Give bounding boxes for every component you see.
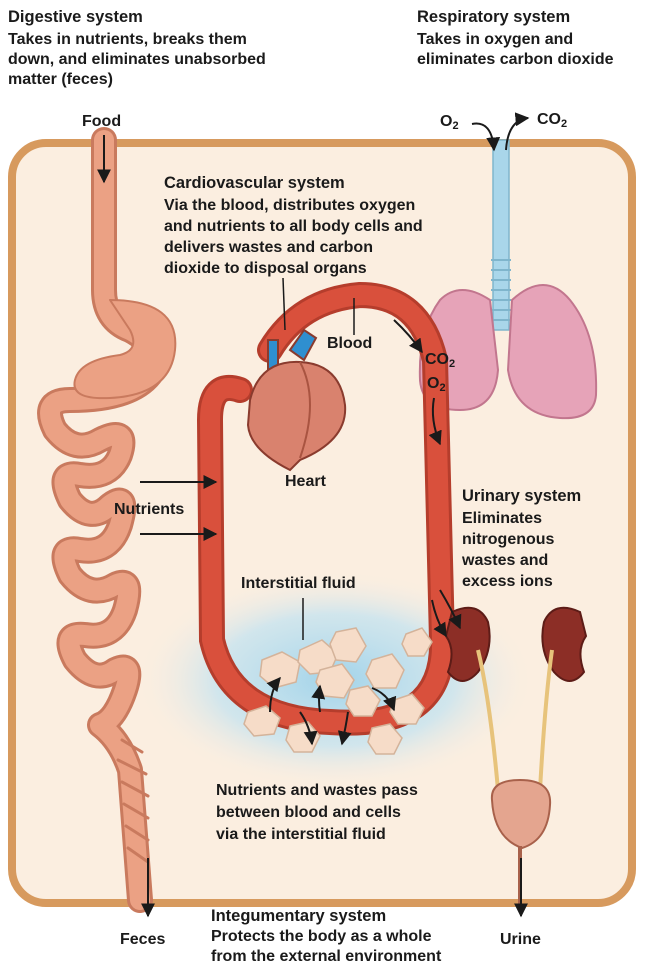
urinary-system-line-2: nitrogenous (462, 531, 555, 548)
respiratory-system-title: Respiratory system (417, 8, 571, 26)
interstitial-fluid-label: Interstitial fluid (241, 575, 356, 592)
o2-in-arrow (471, 122, 501, 152)
digestive-system-line-1: Takes in nutrients, breaks them (8, 31, 247, 48)
co2-lung-arrow (393, 319, 423, 354)
exchange-arrow-2 (311, 684, 326, 713)
exchange-line-1: Nutrients and wastes pass (216, 782, 418, 799)
co2-out-label: CO2 (537, 111, 568, 130)
nutrients-label: Nutrients (114, 501, 185, 518)
pointer-lines (282, 277, 355, 640)
urinary-system-line-4: excess ions (462, 573, 553, 590)
digestive-system-title: Digestive system (8, 8, 143, 26)
urinary-system-line-3: wastes and (462, 552, 549, 569)
exchange-arrow-5 (371, 687, 397, 712)
lungs (418, 284, 598, 420)
exchange-arrow-1 (266, 676, 281, 713)
respiratory-system-line-1: Takes in oxygen and (417, 31, 574, 48)
cardiovascular-system-title: Cardiovascular system (164, 174, 345, 192)
exchange-arrow-4 (337, 711, 352, 746)
blood-label: Blood (327, 335, 373, 352)
co2-lung-label: CO2 (425, 351, 456, 370)
bladder (490, 778, 552, 850)
digestive-system-line-2: down, and eliminates unabsorbed (8, 51, 266, 68)
integumentary-system-title: Integumentary system (211, 907, 387, 925)
feces-label: Feces (120, 931, 166, 948)
kidney-arrow-2 (439, 589, 462, 630)
cardiovascular-system-line-4: dioxide to disposal organs (164, 260, 367, 277)
exchange-line-3: via the interstitial fluid (216, 826, 386, 843)
cardiovascular-system-line-2: and nutrients to all body cells and (164, 218, 423, 235)
o2-in-label: O2 (440, 113, 459, 132)
heart-label: Heart (285, 473, 326, 490)
o2-lung-label: O2 (427, 375, 446, 394)
food-label: Food (82, 113, 122, 130)
trachea (491, 139, 511, 331)
kidney-arrow-1 (431, 599, 447, 638)
integumentary-system-line-1: Protects the body as a whole (211, 928, 432, 945)
o2-lung-arrow (428, 397, 442, 446)
co2-out-arrow (505, 112, 530, 151)
cardiovascular-system-line-3: delivers wastes and carbon (164, 239, 373, 256)
heart (246, 328, 347, 472)
exchange-arrow-3 (299, 711, 318, 746)
ureters (476, 649, 554, 791)
digestive-tract (37, 127, 177, 913)
digestive-system-line-3: matter (feces) (8, 71, 113, 88)
integumentary-system-line-2: from the external environment (211, 948, 442, 965)
urinary-system-line-1: Eliminates (462, 510, 543, 527)
urine-label: Urine (500, 931, 541, 948)
flow-arrows (97, 112, 530, 918)
respiratory-system-line-2: eliminates carbon dioxide (417, 51, 614, 68)
exchange-line-2: between blood and cells (216, 804, 401, 821)
cardiovascular-system-line-1: Via the blood, distributes oxygen (164, 197, 416, 214)
urinary-system-title: Urinary system (462, 487, 582, 505)
